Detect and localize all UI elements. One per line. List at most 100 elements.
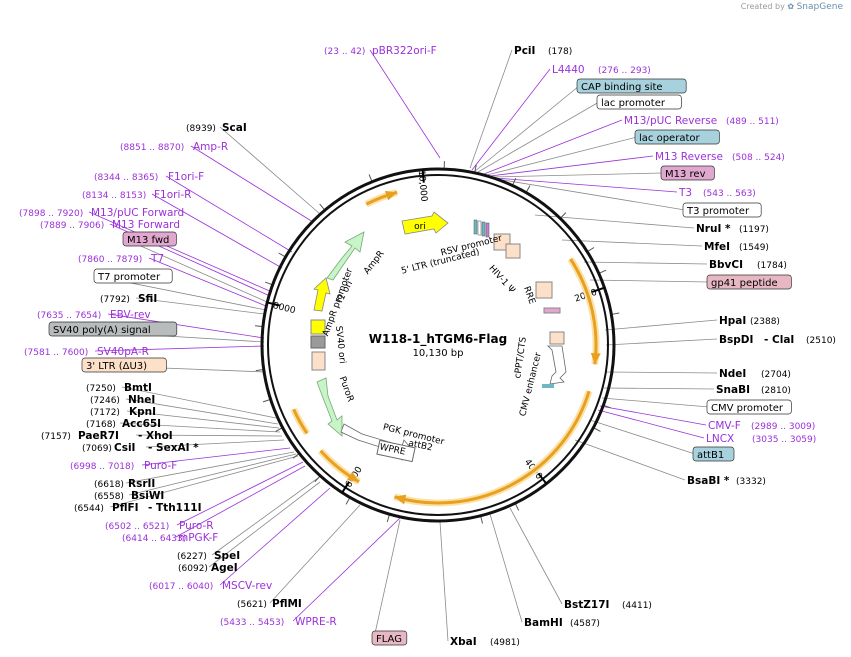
- coordinate-label: (489 .. 511): [726, 117, 779, 127]
- feature-label: lac promoter: [601, 98, 666, 109]
- leader-line: [125, 451, 295, 484]
- primer-label: M13 Reverse: [655, 151, 723, 163]
- feature-label: T7 promoter: [97, 272, 161, 283]
- enzyme-label: BbvCI: [709, 259, 743, 271]
- coordinate-label: (8851 .. 8870): [120, 143, 184, 153]
- enzyme-label: BamHI: [524, 617, 563, 629]
- feature-label: M13 rev: [665, 169, 706, 180]
- plasmid-size: 10,130 bp: [413, 348, 464, 359]
- leader-line: [121, 386, 277, 419]
- ori-feature: [401, 211, 449, 235]
- feature-label: M13 fwd: [127, 235, 169, 246]
- coordinate-label: (6092): [178, 564, 208, 574]
- feature-label: CAP binding site: [581, 82, 663, 93]
- primer-label: SV40pA-R: [97, 346, 149, 358]
- coordinate-label: (2989 .. 3009): [751, 422, 815, 432]
- enzyme-label: NheI: [128, 394, 155, 406]
- feature-label: FLAG: [376, 634, 402, 645]
- ampr-feature: [326, 231, 365, 281]
- primer-label: Amp-R: [193, 141, 228, 153]
- coordinate-label: (7792): [100, 295, 130, 305]
- lentiviral-cds-arc: [569, 258, 598, 365]
- feature-label-box: [122, 231, 177, 247]
- leader-line: [125, 398, 279, 425]
- feature-label-box: [706, 274, 792, 290]
- leader-line: [107, 313, 265, 339]
- leader-line: [126, 410, 280, 429]
- primer-label: F1ori-F: [168, 171, 204, 183]
- feature-label-box: [93, 268, 173, 284]
- leader-line: [589, 279, 710, 283]
- coordinate-label: (6227): [177, 552, 207, 562]
- leader-line: [489, 155, 654, 177]
- leader-line: [148, 257, 267, 307]
- cmv-feature: [547, 345, 567, 385]
- primer-label: T3: [678, 187, 692, 199]
- coordinate-label: (5621): [237, 600, 267, 610]
- tick-mark: [421, 169, 425, 183]
- feature-label-box: [660, 165, 715, 181]
- enzyme-label: SfiI: [138, 293, 157, 305]
- backbone-outer: [260, 167, 616, 523]
- arrowhead: [394, 494, 407, 505]
- credit-brand: SnapGene: [796, 2, 843, 12]
- coordinate-label: (1197): [739, 225, 769, 235]
- leader-line: [574, 439, 686, 481]
- coordinate-label: (7250): [86, 384, 116, 394]
- coordinate-label: (6017 .. 6040): [149, 582, 213, 592]
- enzyme-label: BspDI: [719, 334, 753, 346]
- inner-feature-label: attB2: [407, 439, 433, 454]
- feature-label-box: [81, 357, 167, 373]
- leader-line: [597, 409, 705, 439]
- lac-element: [473, 219, 478, 235]
- tgm6-cds-arc: [394, 390, 591, 505]
- leader-line: [491, 172, 664, 178]
- enzyme-label: PflFI: [112, 502, 139, 514]
- primer-label: M13/pUC Reverse: [624, 115, 717, 127]
- coordinate-label: (4411): [622, 601, 652, 611]
- leader-line: [208, 481, 321, 568]
- enzyme-label: MfeI: [704, 241, 730, 253]
- coordinate-label: (508 .. 524): [732, 153, 785, 163]
- leader-line: [135, 434, 283, 437]
- primer-label: M13 Forward: [112, 219, 180, 231]
- ori-label: ori: [414, 222, 426, 232]
- coordinate-label: (3035 .. 3059): [752, 435, 816, 445]
- leader-line: [109, 455, 299, 508]
- enzyme-label: ScaI: [222, 122, 247, 134]
- primer-label: WPRE-R: [295, 616, 337, 628]
- enzyme-label: BstZ17I: [564, 599, 609, 611]
- feature-label: lac operator: [639, 133, 700, 144]
- enzyme-label: BsaBI *: [687, 475, 730, 487]
- leader-line: [489, 513, 523, 623]
- coordinate-label: (1549): [739, 243, 769, 253]
- coordinate-label: (2810): [761, 386, 791, 396]
- enzyme-label: AgeI: [211, 562, 238, 574]
- rre-feature: [535, 281, 553, 299]
- primer-label: Puro-R: [179, 520, 214, 532]
- enzyme-label: NruI *: [696, 223, 731, 235]
- coordinate-label: (1784): [757, 261, 787, 271]
- enzyme-label: RsrII: [128, 478, 155, 490]
- wpre-arc: [292, 408, 309, 435]
- leader-line: [219, 126, 321, 215]
- enzyme-label: - Tth111I: [148, 502, 202, 514]
- enzyme-label: - SexAI *: [148, 442, 199, 454]
- coordinate-label: (4981): [490, 638, 520, 648]
- enzyme-label: BmtI: [124, 382, 152, 394]
- lac-element: [477, 220, 482, 236]
- tick-label: 8000: [272, 301, 297, 316]
- leader-line: [135, 297, 265, 315]
- leader-line: [151, 193, 283, 269]
- inner-feature-label: HIV-1 Ψ: [486, 264, 516, 296]
- coordinate-label: (7860 .. 7879): [78, 255, 142, 265]
- tick-mark: [537, 472, 548, 485]
- inner-feature-label: PuroR: [337, 375, 355, 403]
- leader-line: [439, 521, 449, 642]
- feature-label: T3 promoter: [686, 206, 750, 217]
- coordinate-label: (6998 .. 7018): [70, 462, 134, 472]
- leader-line: [494, 177, 678, 193]
- leader-line: [471, 68, 551, 171]
- credit-prefix: Created by: [740, 2, 785, 11]
